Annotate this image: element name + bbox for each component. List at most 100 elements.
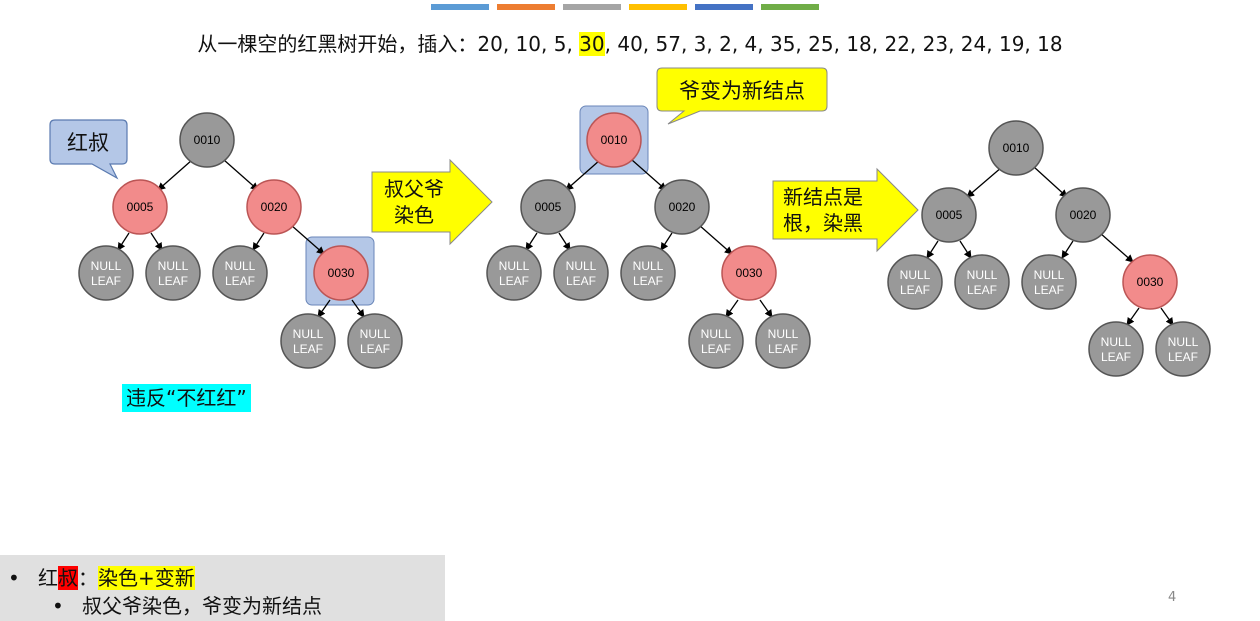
edge [959, 240, 972, 259]
null-leaf: NULL LEAF [553, 245, 609, 301]
edge [317, 299, 331, 318]
edge [631, 159, 667, 191]
svg-text:LEAF: LEAF [1034, 283, 1064, 297]
svg-text:0010: 0010 [194, 133, 221, 147]
svg-text:0010: 0010 [601, 133, 628, 147]
tree-node-root: 0010 [988, 120, 1044, 176]
header-stripe [497, 4, 555, 10]
svg-text:LEAF: LEAF [566, 274, 596, 288]
edge [1061, 240, 1074, 259]
null-leaf: NULL LEAF [1155, 321, 1211, 377]
svg-text:0005: 0005 [127, 200, 154, 214]
tree-node-right: 0020 [654, 179, 710, 235]
tree-after: 0010 0005 0020 0030 NULL LEAF NULL LEAF … [887, 120, 1211, 377]
svg-text:LEAF: LEAF [768, 342, 798, 356]
title-prefix: 从一棵空的红黑树开始，插入：20, 10, 5, [197, 32, 580, 56]
svg-text:新结点是: 新结点是 [783, 185, 863, 209]
edge [1033, 166, 1068, 198]
tree-node-left: 0005 [921, 187, 977, 243]
step-arrow-root-black: 新结点是 根，染黑 [772, 167, 919, 253]
svg-text:LEAF: LEAF [91, 274, 121, 288]
svg-text:NULL: NULL [701, 327, 732, 341]
svg-text:红叔: 红叔 [67, 131, 109, 155]
edge [759, 299, 773, 318]
svg-text:LEAF: LEAF [967, 283, 997, 297]
tree-node-inserted: 0030 [721, 245, 777, 301]
edge [290, 224, 325, 255]
edge [223, 159, 259, 191]
svg-text:NULL: NULL [1101, 335, 1132, 349]
null-leaf: NULL LEAF [1021, 254, 1077, 310]
step-arrow-recolor: 叔父爷 染色 [371, 158, 493, 246]
svg-text:根，染黑: 根，染黑 [783, 211, 863, 235]
note1-uncle: 叔 [58, 566, 78, 590]
svg-text:LEAF: LEAF [225, 274, 255, 288]
edge [1099, 232, 1134, 263]
svg-text:NULL: NULL [1034, 268, 1065, 282]
tree-node-right: 0020 [246, 179, 302, 235]
null-leaf: NULL LEAF [145, 245, 201, 301]
svg-text:LEAF: LEAF [701, 342, 731, 356]
page-number: 4 [1168, 590, 1177, 605]
svg-text:LEAF: LEAF [360, 342, 390, 356]
svg-text:0005: 0005 [535, 200, 562, 214]
null-leaf: NULL LEAF [620, 245, 676, 301]
edge [966, 166, 1003, 198]
edge [1126, 307, 1140, 326]
svg-text:NULL: NULL [633, 259, 664, 273]
callout-grandpa-new: 爷变为新结点 [656, 67, 828, 125]
notes-panel: •红叔：染色+变新 •叔父爷染色，爷变为新结点 [0, 555, 445, 621]
svg-text:NULL: NULL [1168, 335, 1199, 349]
svg-text:爷变为新结点: 爷变为新结点 [679, 79, 805, 103]
slide-title: 从一棵空的红黑树开始，插入：20, 10, 5, 30, 40, 57, 3, … [0, 28, 1260, 57]
edge [660, 232, 673, 251]
tree-node-left: 0005 [112, 179, 168, 235]
svg-text:LEAF: LEAF [633, 274, 663, 288]
svg-text:NULL: NULL [158, 259, 189, 273]
tree-before: 0010 0005 0020 0030 NULL LEAF NULL LEAF … [78, 112, 403, 369]
null-leaf: NULL LEAF [755, 313, 811, 369]
null-leaf: NULL LEAF [486, 245, 542, 301]
callout-uncle-red: 红叔 [49, 119, 128, 180]
tree-node-root: 0010 [586, 112, 642, 168]
edge [117, 232, 130, 251]
svg-text:NULL: NULL [499, 259, 530, 273]
header-stripe [761, 4, 819, 10]
violation-label: 违反“不红红” [122, 384, 251, 412]
svg-text:0005: 0005 [936, 208, 963, 222]
header-color-stripes [431, 4, 819, 10]
svg-text:叔父爷: 叔父爷 [384, 177, 444, 201]
edge [725, 299, 739, 318]
svg-text:0030: 0030 [736, 266, 763, 280]
svg-text:NULL: NULL [566, 259, 597, 273]
svg-text:染色: 染色 [394, 203, 434, 227]
svg-text:0030: 0030 [328, 266, 355, 280]
svg-text:0010: 0010 [1003, 141, 1030, 155]
edge [252, 232, 265, 251]
title-highlight: 30 [579, 32, 605, 56]
null-leaf: NULL LEAF [688, 313, 744, 369]
note1-colon: ： [78, 566, 98, 590]
edge [558, 232, 571, 251]
svg-text:0020: 0020 [261, 200, 288, 214]
header-stripe [695, 4, 753, 10]
svg-text:NULL: NULL [360, 327, 391, 341]
header-stripe [563, 4, 621, 10]
null-leaf: NULL LEAF [212, 245, 268, 301]
note1-rule: 染色+变新 [98, 566, 195, 590]
svg-text:NULL: NULL [91, 259, 122, 273]
header-stripe [629, 4, 687, 10]
null-leaf: NULL LEAF [887, 254, 943, 310]
svg-text:LEAF: LEAF [1168, 350, 1198, 364]
tree-node-left: 0005 [520, 179, 576, 235]
note2-text: 叔父爷染色，爷变为新结点 [82, 594, 322, 618]
tree-node-inserted: 0030 [313, 245, 369, 301]
edge [565, 159, 601, 191]
null-leaf: NULL LEAF [280, 313, 336, 369]
title-suffix: , 40, 57, 3, 2, 4, 35, 25, 18, 22, 23, 2… [604, 32, 1063, 56]
svg-text:NULL: NULL [768, 327, 799, 341]
tree-node-inserted: 0030 [1122, 254, 1178, 310]
null-leaf: NULL LEAF [954, 254, 1010, 310]
svg-text:LEAF: LEAF [499, 274, 529, 288]
null-leaf: NULL LEAF [78, 245, 134, 301]
